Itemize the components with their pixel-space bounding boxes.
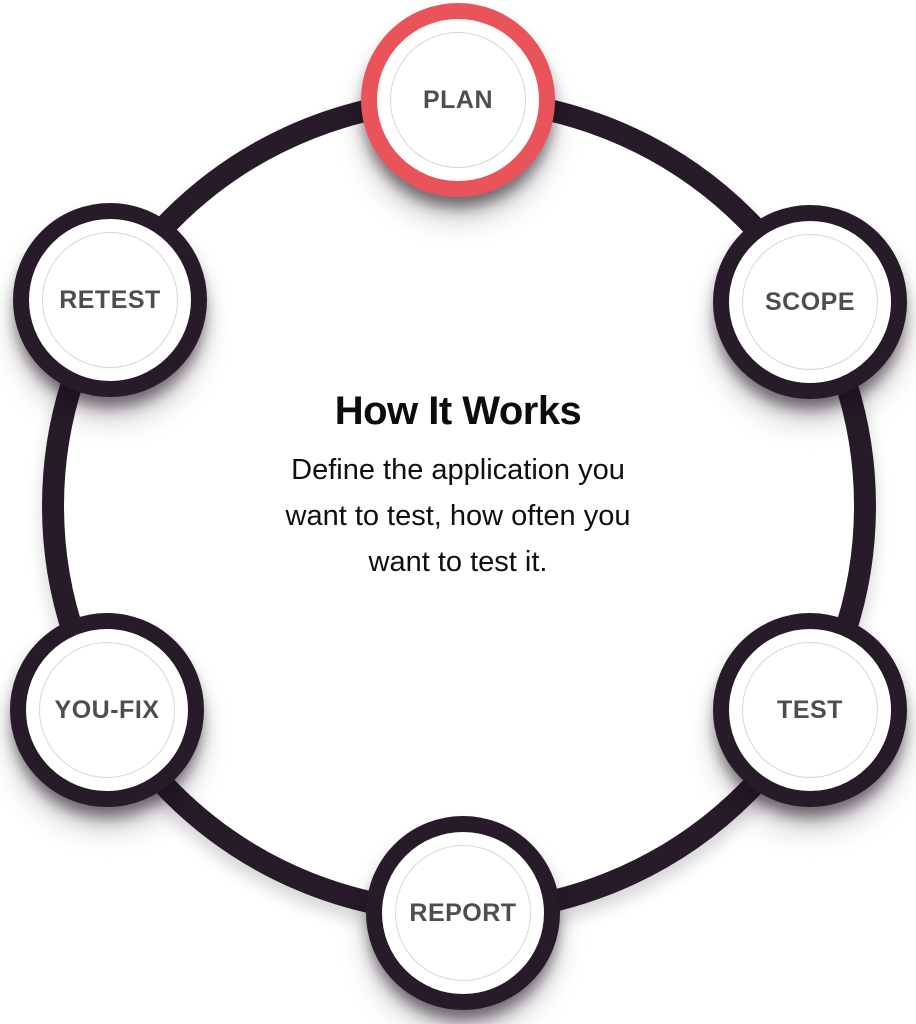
node-you-fix-label: YOU-FIX: [54, 695, 160, 724]
node-you-fix: YOU-FIX: [10, 613, 204, 807]
node-scope-label: SCOPE: [764, 287, 856, 316]
node-plan-label: PLAN: [422, 85, 494, 114]
node-scope: SCOPE: [713, 205, 907, 399]
node-report-label: REPORT: [409, 898, 517, 927]
description-line: Define the application you: [291, 454, 625, 486]
description-line: want to test, how often you: [285, 499, 631, 532]
diagram-description: Define the application you want to test,…: [218, 448, 698, 585]
node-report: REPORT: [366, 816, 560, 1010]
node-test-label: TEST: [777, 695, 843, 724]
diagram-title: How It Works: [334, 389, 582, 433]
node-retest: RETEST: [13, 203, 207, 397]
node-plan: PLAN: [361, 3, 555, 197]
center-copy: How It Works Define the application you …: [218, 390, 698, 585]
description-line: want to test it.: [368, 545, 548, 578]
node-test: TEST: [713, 613, 907, 807]
node-retest-label: RETEST: [59, 285, 161, 314]
